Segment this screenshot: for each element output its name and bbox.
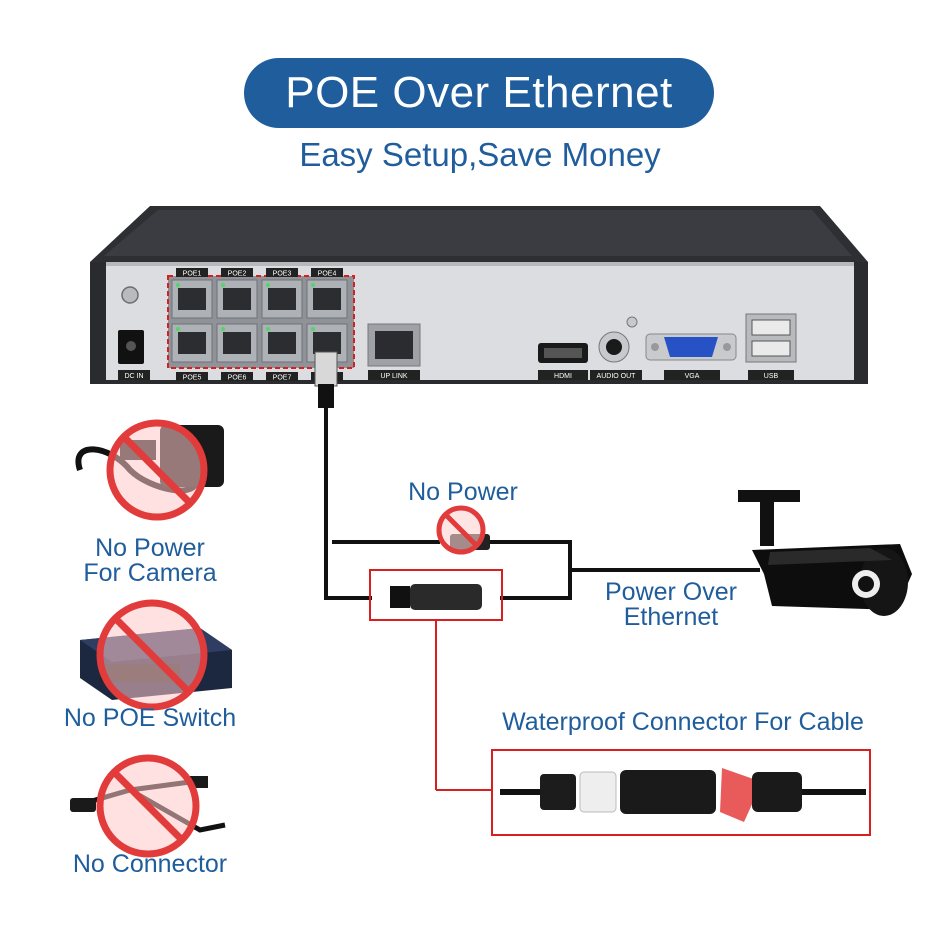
hdmi-label: HDMI (554, 373, 572, 380)
poe-port (216, 323, 258, 363)
audio-out-label: AUDIO OUT (597, 373, 637, 380)
switch-icon (80, 599, 232, 711)
dc-in-label: DC IN (124, 373, 143, 380)
waterproof-connector-large (491, 749, 871, 836)
poe-port (306, 279, 348, 319)
uplink-label: UP LINK (380, 373, 407, 380)
poe-port (171, 323, 213, 363)
no-power-camera-line2: For Camera (83, 559, 217, 587)
poe-port-label: POE6 (228, 375, 247, 382)
usb-label: USB (764, 373, 779, 380)
poe-label-bg (266, 268, 298, 277)
poe-port (171, 279, 213, 319)
no-poe-switch-label: No POE Switch (63, 704, 237, 732)
no-power-camera-line1: No Power (95, 534, 205, 562)
poe-label-bg (311, 268, 343, 277)
ethernet-cable (324, 408, 760, 600)
subtitle: Easy Setup,Save Money (299, 136, 661, 173)
splitter-cable-icon (70, 754, 226, 858)
poe-label-bg (266, 372, 298, 381)
waterproof-label: Waterproof Connector For Cable (502, 708, 864, 736)
title-banner: POE Over Ethernet (244, 58, 714, 128)
poe-label-bg (176, 372, 208, 381)
poe-port-label: POE2 (228, 271, 247, 278)
power-adapter-icon (75, 419, 224, 521)
poe-port-label: POE3 (273, 271, 292, 278)
poe-label-bg (221, 372, 253, 381)
vga-label: VGA (685, 373, 700, 380)
poe-port (216, 279, 258, 319)
poe-port (261, 279, 303, 319)
power-over-label-1: Power Over (605, 578, 737, 606)
ground-screw-icon (121, 286, 139, 304)
no-power-connector (436, 505, 490, 555)
nvr-device: DC IN POE1POE2POE3POE4POE5POE6POE78 UP L… (90, 206, 868, 384)
bullet-camera-icon (738, 490, 912, 616)
poe-port (261, 323, 303, 363)
power-over-label-2: Ethernet (623, 603, 719, 631)
rj45-plug (314, 351, 338, 408)
poe-label-bg (176, 268, 208, 277)
no-connector-label: No Connector (72, 850, 228, 878)
poe-port-label: POE4 (318, 271, 337, 278)
poe-label-bg (221, 268, 253, 277)
no-power-label: No Power (408, 478, 518, 506)
poe-port-label: POE5 (183, 375, 202, 382)
waterproof-connector-small (369, 569, 503, 791)
poe-port-label: POE1 (183, 271, 202, 278)
poe-port-label: POE7 (273, 375, 292, 382)
